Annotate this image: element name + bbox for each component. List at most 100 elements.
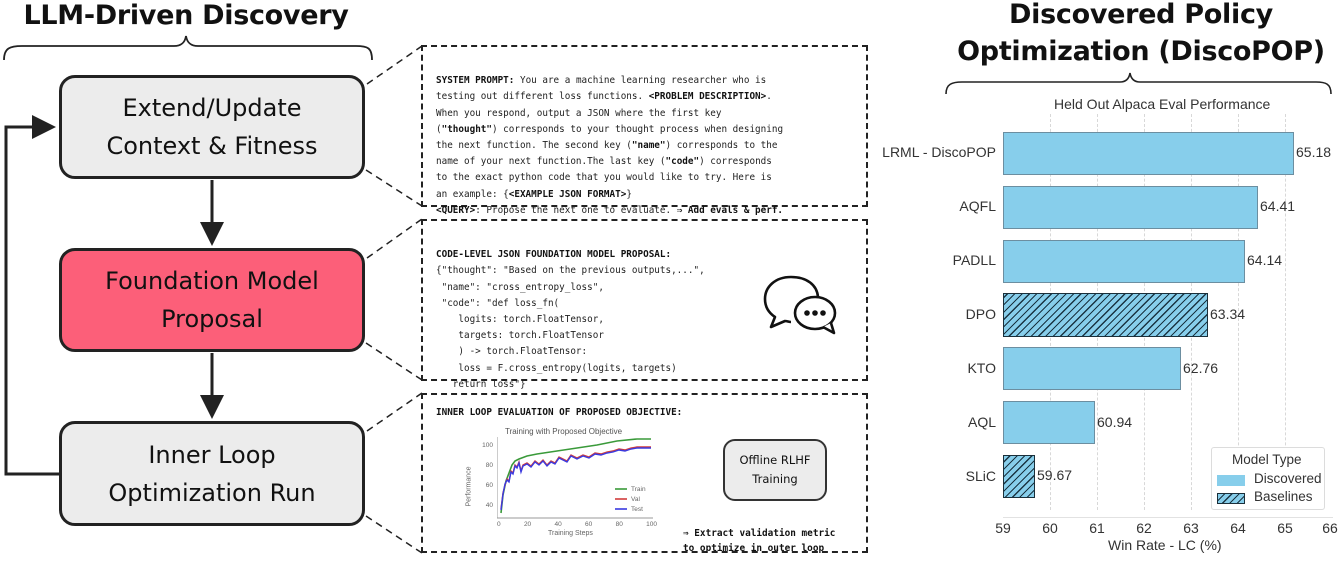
value-label: 63.34: [1210, 306, 1246, 322]
bar-dpo: [1003, 293, 1208, 337]
panel-title: CODE-LEVEL JSON FOUNDATION MODEL PROPOSA…: [436, 249, 672, 261]
text: testing out different loss functions.: [436, 91, 649, 103]
right-brace-icon: [945, 72, 1332, 95]
left-brace-icon: [3, 35, 373, 61]
x-tick: 60: [1042, 520, 1058, 536]
text: When you respond, output a JSON where th…: [436, 107, 722, 119]
ytick: 100: [482, 442, 493, 449]
proposal-panel: CODE-LEVEL JSON FOUNDATION MODEL PROPOSA…: [421, 219, 868, 390]
text: ) corresponds: [699, 156, 772, 168]
label: <EXAMPLE JSON FORMAT>: [508, 188, 627, 200]
text: ) corresponds to your thought process wh…: [491, 123, 784, 135]
gridline: [1238, 114, 1239, 510]
text: an example: {: [436, 188, 509, 200]
bar-aql: [1003, 401, 1095, 444]
xtick: 0: [497, 521, 501, 528]
x-tick: 63: [1183, 520, 1199, 536]
svg-text:Train: Train: [631, 486, 646, 493]
box-line-1: Foundation Model: [105, 267, 319, 295]
inner-loop-panel: INNER LOOP EVALUATION OF PROPOSED OBJECT…: [421, 393, 868, 554]
box-line-2: Optimization Run: [108, 478, 316, 507]
text: ) corresponds to the: [665, 140, 778, 152]
chat-bubbles-icon: [763, 275, 837, 335]
box-line-2: Proposal: [161, 305, 263, 333]
svg-text:Test: Test: [631, 506, 643, 513]
text: (: [436, 123, 442, 135]
category-label: DPO: [965, 306, 996, 322]
system-prompt-panel: SYSTEM PROMPT: You are a machine learnin…: [421, 45, 868, 216]
ytick: 40: [485, 502, 493, 509]
x-axis-line: [1003, 517, 1333, 518]
x-axis-label: Win Rate - LC (%): [1108, 537, 1222, 553]
text: to the exact python code that you would …: [436, 172, 772, 184]
chart-title: Held Out Alpaca Eval Performance: [1054, 96, 1271, 112]
mini-chart-title: Training with Proposed Objective: [505, 427, 623, 436]
label: "thought": [441, 123, 492, 135]
label: <QUERY>: [436, 204, 476, 216]
x-tick: 59: [995, 520, 1011, 536]
x-tick: 62: [1136, 520, 1152, 536]
extract-note-line-2: to optimize in outer loop: [683, 543, 825, 554]
value-label: 60.94: [1097, 414, 1133, 430]
xtick: 20: [523, 521, 532, 528]
x-tick: 65: [1277, 520, 1293, 536]
label: SYSTEM PROMPT:: [436, 75, 515, 87]
box-line-1: Extend/Update: [122, 94, 302, 122]
text: : Propose the next one to evaluate.: [475, 204, 677, 216]
label: <PROBLEM DESCRIPTION>: [648, 91, 767, 103]
xtick: 40: [554, 521, 562, 528]
mini-chart-plot: Train Val Test: [497, 437, 653, 519]
chart-legend: Model Type Discovered Baselines: [1211, 447, 1325, 510]
right-heading-line-1: Discovered Policy: [1009, 0, 1273, 30]
panel-title: INNER LOOP EVALUATION OF PROPOSED OBJECT…: [436, 407, 683, 418]
flow-connectors: [4, 45, 423, 554]
box-line-1: Offline RLHF: [739, 453, 811, 467]
right-heading: Discovered Policy Optimization (DiscoPOP…: [940, 0, 1342, 70]
mini-training-chart: Training with Proposed Objective Perform…: [463, 427, 663, 552]
value-label: 59.67: [1037, 467, 1073, 483]
feedback-loop-arrow-icon: [4, 115, 59, 476]
value-label: 64.41: [1260, 198, 1296, 214]
label: "name": [631, 140, 666, 152]
value-label: 62.76: [1183, 360, 1219, 376]
text: the next function. The second key (: [436, 140, 632, 152]
ytick: 80: [485, 462, 493, 469]
x-tick: 66: [1322, 520, 1338, 536]
box-line-1: Inner Loop: [148, 440, 276, 469]
text: You are a machine learning researcher wh…: [514, 75, 767, 87]
bar-aqfl: [1003, 186, 1258, 229]
text: name of your next function.The last key …: [436, 156, 666, 168]
bar-kto: [1003, 347, 1181, 390]
left-heading: LLM-Driven Discovery: [23, 0, 349, 31]
category-label: KTO: [967, 360, 996, 376]
xtick: 80: [615, 521, 623, 528]
bar-slic: [1003, 455, 1035, 498]
category-label: PADLL: [952, 252, 996, 268]
category-label: AQFL: [959, 198, 996, 214]
x-tick: 61: [1089, 520, 1105, 536]
bar-padll: [1003, 240, 1245, 283]
label: ⇒ Add evals & perf.: [676, 204, 784, 216]
mini-chart-xlabel: Training Steps: [548, 530, 593, 537]
extract-note-line-1: ⇒ Extract validation metric: [683, 528, 836, 539]
code-block: {"thought": "Based on the previous outpu…: [436, 265, 705, 390]
legend-title: Model Type: [1232, 452, 1302, 467]
legend-label: Baselines: [1254, 489, 1313, 504]
text: .: [766, 91, 772, 103]
right-heading-line-2: Optimization (DiscoPOP): [957, 36, 1325, 67]
gridline: [1285, 114, 1286, 510]
legend-swatch-baselines: [1217, 493, 1245, 504]
label: "code": [665, 156, 700, 168]
mini-chart-ylabel: Performance: [465, 466, 473, 507]
category-label: LRML - DiscoPOP: [882, 144, 996, 160]
bar-lrml-discopop: [1003, 132, 1294, 175]
category-label: SLiC: [965, 468, 996, 484]
box-line-2: Context & Fitness: [106, 132, 318, 160]
text: }: [626, 188, 632, 200]
legend-swatch-discovered: [1217, 475, 1245, 486]
ytick: 60: [485, 482, 493, 489]
